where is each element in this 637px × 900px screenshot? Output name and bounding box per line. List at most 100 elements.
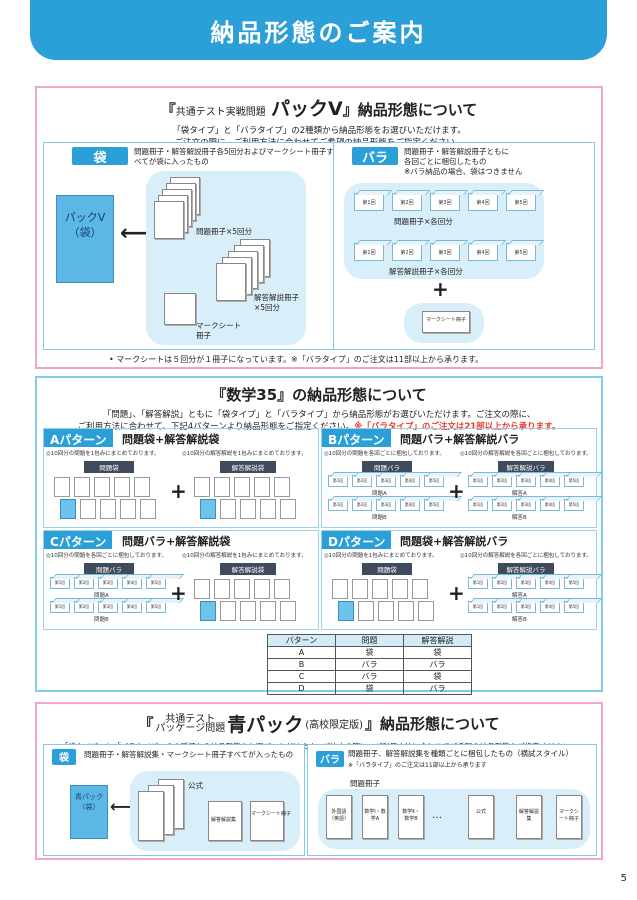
mini-book	[60, 499, 76, 519]
mini-cube: 第5回	[424, 475, 444, 487]
section-pack5: 『共通テスト実戦問題 パックⅤ』納品形態について 「袋タイプ」と「バラタイプ」の…	[35, 86, 603, 369]
pattern-box: Dパターン問題袋+解答解説バラ◎10回分の問題を1包みにまとめております。◎10…	[321, 530, 597, 630]
section-sugaku35: 『数学35』の納品形態について 「問題」、「解答解説」ともに「袋タイプ」と「バラ…	[35, 376, 603, 695]
mini-cube: 第1回	[328, 499, 348, 511]
mini-book	[254, 477, 270, 497]
answer-cube: 第5回	[506, 243, 536, 261]
sugaku35-title: 『数学35』の納品形態について	[211, 386, 427, 404]
mini-book	[412, 579, 428, 599]
mini-book	[194, 579, 210, 599]
mini-cube: 第4回	[540, 601, 560, 613]
mini-cube: 第4回	[540, 475, 560, 487]
mini-book	[392, 579, 408, 599]
pattern-box: Cパターン問題バラ+解答解説袋◎10回分の問題を各回ごとに梱包しております。◎1…	[43, 530, 319, 630]
pattern-note: ◎10回分の問題を1包みにまとめております。	[324, 553, 438, 559]
answer-cube: 第1回	[354, 243, 384, 261]
mini-book	[140, 499, 156, 519]
mini-book	[418, 601, 434, 621]
aopack-bara-panel: バラ 問題冊子、解答解説集を種類ごとに梱包したもの（横試スタイル） ※「バラタイ…	[307, 744, 597, 856]
pattern-label: 問題バラ	[84, 563, 134, 575]
mini-cube: 第4回	[122, 577, 142, 589]
aopack-bag-tag: 袋	[52, 749, 76, 765]
aopack-item-book: 数学Ⅱ・数学B	[398, 795, 424, 839]
mini-book	[234, 477, 250, 497]
mini-book	[114, 477, 130, 497]
problem-cube: 第2回	[392, 193, 422, 211]
answer-cube: 第3回	[430, 243, 460, 261]
table-cell: 袋	[335, 646, 404, 659]
aopack-item-book: マークシート冊子	[556, 795, 582, 839]
mini-cube: 第2回	[492, 475, 512, 487]
mini-book	[80, 499, 96, 519]
bara-sublabel: 問題B	[94, 617, 109, 623]
bara-sublabel: 解答A	[512, 491, 527, 497]
pattern-box: Bパターン問題バラ+解答解説バラ◎10回分の問題を各回ごとに梱包しております。◎…	[321, 428, 597, 528]
table-cell: A	[267, 646, 336, 659]
mini-book	[200, 499, 216, 519]
mini-cube: 第5回	[424, 499, 444, 511]
mini-book	[220, 601, 236, 621]
pattern-label: 解答解説袋	[220, 563, 276, 575]
mini-cube: 第3回	[98, 601, 118, 613]
pattern-label: 解答解説バラ	[498, 461, 554, 473]
sugaku35-intro: 「問題」、「解答解説」ともに「袋タイプ」と「バラタイプ」から納品形態がお選びいた…	[77, 410, 561, 432]
pack5-note: • マークシートは５回分が１冊子になっています。※「バラタイプ」のご注文は11部…	[109, 355, 484, 364]
mini-book	[358, 601, 374, 621]
pack5-bara-panel: バラ 問題冊子・解答解説冊子ともに各回ごとに梱包したもの※バラ納品の場合、袋はつ…	[333, 142, 595, 350]
aopack-title: 『 共通テストパッケージ問題 青パック (高校限定版) 』納品形態について	[138, 713, 500, 736]
mini-book	[214, 579, 230, 599]
mini-book	[194, 477, 210, 497]
problem-book	[154, 201, 184, 239]
aopack-mark-book	[250, 801, 284, 841]
plus-icon: +	[170, 581, 187, 605]
page-header: 納品形態のご案内	[30, 0, 607, 60]
left-arrow-icon: ⟵	[110, 797, 133, 816]
mini-book	[54, 477, 70, 497]
mini-book	[332, 579, 348, 599]
mini-book	[352, 579, 368, 599]
bara-mark-book	[422, 311, 470, 333]
aopack-bag-desc: 問題冊子・解答解説集・マークシート冊子すべてが入ったもの	[84, 750, 294, 759]
mini-book	[260, 499, 276, 519]
mini-book	[200, 601, 216, 621]
mini-cube: 第3回	[376, 475, 396, 487]
bara-sublabel: 解答B	[512, 617, 527, 623]
bag-desc: 問題冊子・解答解説冊子各5回分およびマークシート冊子すべてが袋に入ったもの	[134, 147, 334, 166]
pack5-bag-panel: 袋 問題冊子・解答解説冊子各5回分およびマークシート冊子すべてが袋に入ったもの …	[43, 142, 359, 350]
mini-cube: 第5回	[146, 601, 166, 613]
mini-cube: 第2回	[74, 577, 94, 589]
mini-cube: 第2回	[352, 499, 372, 511]
pattern-box: Aパターン問題袋+解答解説袋◎10回分の問題を1包みにまとめております。◎10回…	[43, 428, 319, 528]
page-title: 納品形態のご案内	[210, 18, 427, 47]
mini-book	[214, 477, 230, 497]
pattern-desc: 問題バラ+解答解説袋	[122, 535, 231, 548]
plus-icon: +	[432, 277, 449, 301]
mini-book	[378, 601, 394, 621]
bara-sublabel: 問題B	[372, 515, 387, 521]
pattern-heading: Aパターン	[44, 429, 113, 447]
pattern-note: ◎10回分の解答解説を各回ごとに梱包しております。	[460, 553, 592, 559]
mini-cube: 第1回	[468, 475, 488, 487]
mini-cube: 第4回	[540, 577, 560, 589]
mini-cube: 第1回	[328, 475, 348, 487]
pattern-desc: 問題袋+解答解説バラ	[400, 535, 509, 548]
mini-cube: 第1回	[468, 601, 488, 613]
mini-book	[120, 499, 136, 519]
plus-icon: +	[448, 479, 465, 503]
table-header: 解答解説	[403, 634, 472, 647]
mini-cube: 第1回	[50, 601, 70, 613]
pattern-label: 問題バラ	[362, 461, 412, 473]
mini-book	[100, 499, 116, 519]
mini-book	[280, 499, 296, 519]
answer-book	[216, 263, 246, 301]
aopack-answer-book	[208, 801, 242, 841]
table-cell: C	[267, 670, 336, 683]
mini-book	[234, 579, 250, 599]
pattern-heading: Cパターン	[44, 531, 113, 549]
mini-book	[260, 601, 276, 621]
pattern-note: ◎10回分の解答解説を各回ごとに梱包しております。	[460, 451, 592, 457]
